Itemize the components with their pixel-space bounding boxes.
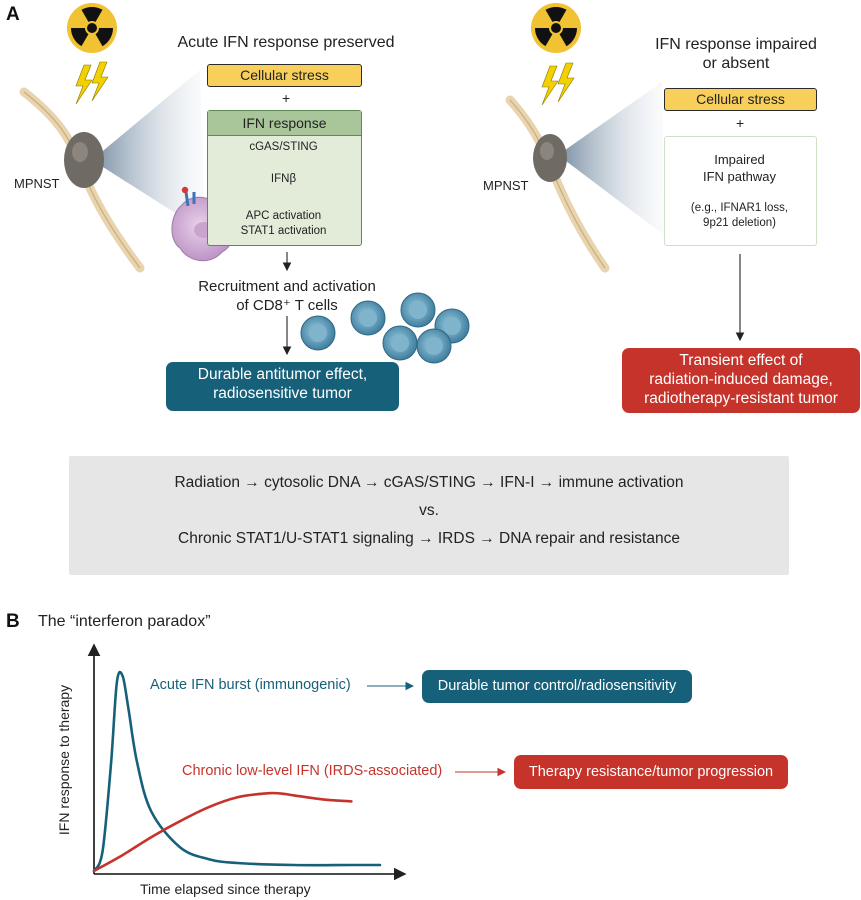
right-stress-box: Cellular stress	[664, 88, 817, 111]
durable-outcome-line-1: Durable antitumor effect,	[197, 366, 368, 383]
acute-outcome-label: Durable tumor control/radiosensitivity	[437, 678, 677, 694]
step-stat1-activation: STAT1 activation	[240, 225, 327, 237]
right-lightning-icon	[541, 62, 575, 106]
acute-series-label: Acute IFN burst (immunogenic)	[150, 677, 351, 693]
chronic-outcome-box: Therapy resistance/tumor progression	[514, 755, 788, 789]
left-magnify-cone	[92, 70, 205, 232]
right-radiation-icon	[531, 3, 581, 53]
panel-a-letter: A	[6, 4, 20, 25]
pathway-line-1: Radiation → cytosolic DNA → cGAS/STING →…	[174, 474, 684, 491]
step-cgas-sting: cGAS/STING	[249, 141, 318, 153]
left-lightning-icon	[75, 61, 109, 105]
panel-b-letter: B	[6, 611, 20, 632]
acute-ifn-curve	[92, 670, 382, 873]
impaired-pathway-box	[664, 136, 817, 246]
right-title-line-2: or absent	[702, 55, 770, 72]
chart-y-axis-label: IFN response to therapy	[56, 684, 72, 836]
left-plus: +	[282, 90, 291, 106]
right-stress-label: Cellular stress	[696, 91, 785, 107]
left-stress-label: Cellular stress	[240, 67, 329, 83]
impaired-example-line-1: (e.g., IFNAR1 loss,	[690, 202, 789, 214]
panel-b-title: The “interferon paradox”	[38, 613, 211, 630]
left-nerve-illustration	[19, 70, 205, 273]
chart-x-axis-label: Time elapsed since therapy	[140, 881, 311, 897]
recruit-line-1: Recruitment and activation	[198, 278, 376, 295]
resistant-outcome-line-2: radiation-induced damage,	[649, 371, 833, 388]
right-plus: +	[736, 115, 745, 131]
impaired-line-1: Impaired	[714, 152, 765, 167]
left-title: Acute IFN response preserved	[177, 34, 395, 51]
pathway-line-2: vs.	[419, 502, 439, 519]
impaired-line-2: IFN pathway	[703, 169, 776, 184]
left-mpnst-label: MPNST	[14, 176, 60, 191]
chronic-ifn-curve	[92, 791, 353, 873]
chart-axes	[87, 643, 407, 881]
cd8-t-cells	[300, 292, 470, 364]
step-apc-activation: APC activation	[245, 210, 322, 222]
right-magnify-cone	[558, 82, 664, 235]
right-mpnst-label: MPNST	[483, 178, 529, 193]
durable-outcome-line-2: radiosensitive tumor	[213, 385, 352, 402]
ifn-response-box: IFN response	[207, 110, 362, 246]
step-ifnb: IFNβ	[270, 173, 297, 185]
recruit-line-2: of CD8⁺ T cells	[236, 297, 338, 314]
right-nerve-illustration	[505, 82, 664, 273]
resistant-outcome-box: Transient effect of radiation-induced da…	[622, 348, 860, 413]
chart-series	[92, 670, 382, 873]
chronic-outcome-label: Therapy resistance/tumor progression	[528, 764, 774, 780]
chart-annotation-arrows	[367, 681, 507, 777]
ifn-response-header: IFN response	[208, 111, 361, 136]
resistant-outcome-line-3: radiotherapy-resistant tumor	[644, 390, 838, 407]
acute-outcome-box: Durable tumor control/radiosensitivity	[422, 670, 692, 703]
left-stress-box: Cellular stress	[207, 64, 362, 87]
pathway-line-3: Chronic STAT1/U-STAT1 signaling → IRDS →…	[178, 530, 680, 547]
left-radiation-icon	[67, 3, 117, 53]
chronic-series-label: Chronic low-level IFN (IRDS-associated)	[182, 763, 443, 779]
durable-outcome-box: Durable antitumor effect, radiosensitive…	[166, 362, 399, 411]
right-title-line-1: IFN response impaired	[655, 36, 817, 53]
resistant-outcome-line-1: Transient effect of	[679, 352, 803, 369]
pathway-summary-box: Radiation → cytosolic DNA → cGAS/STING →…	[69, 456, 789, 575]
impaired-example-line-2: 9p21 deletion)	[703, 217, 776, 229]
